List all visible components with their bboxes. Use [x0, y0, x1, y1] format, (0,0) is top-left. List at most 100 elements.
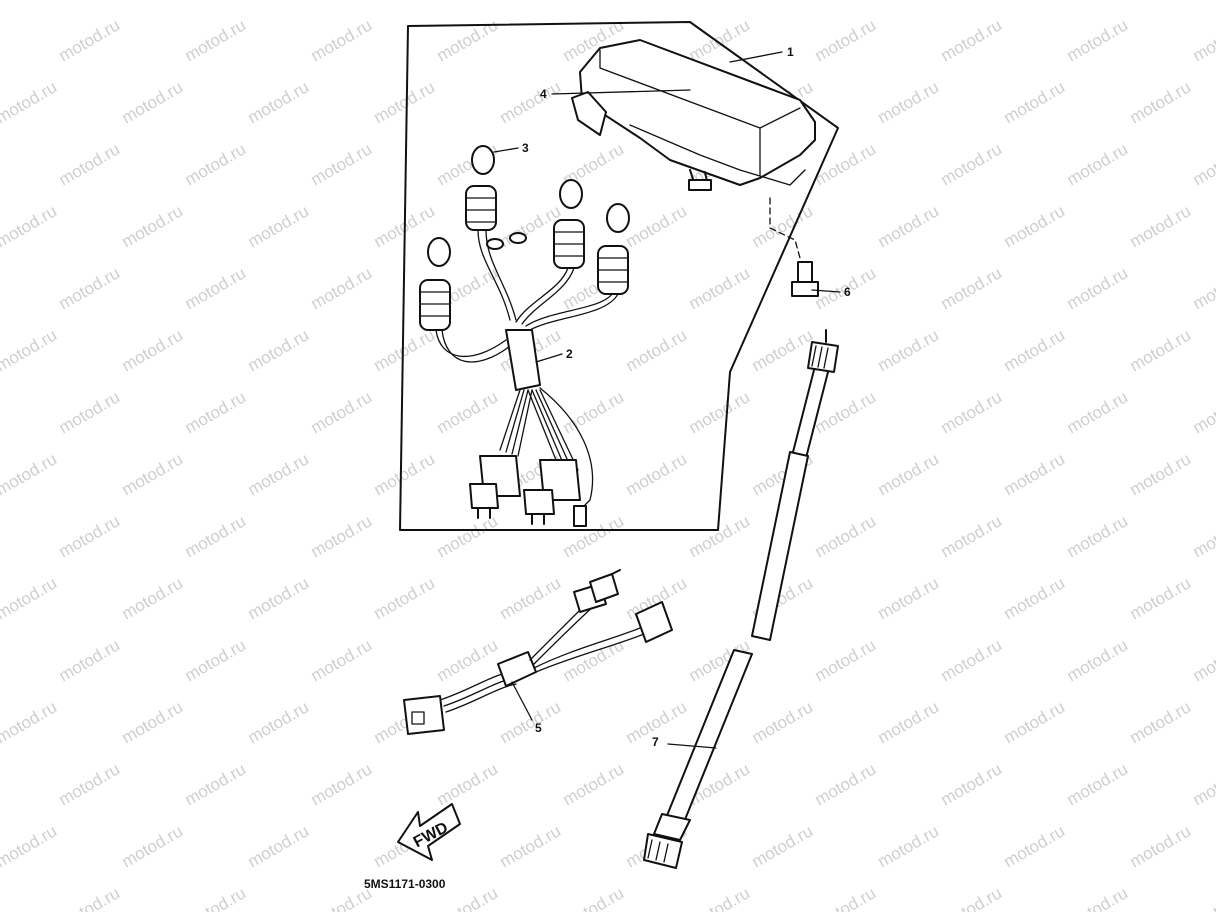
callout-1: 1: [787, 45, 794, 59]
watermark-text: motod.ru: [56, 387, 124, 437]
watermark-text: motod.ru: [0, 697, 60, 747]
watermark-text: motod.ru: [1190, 387, 1216, 437]
watermark-text: motod.ru: [119, 449, 187, 499]
watermark-text: motod.ru: [182, 883, 250, 912]
callout-4: 4: [540, 87, 547, 101]
watermark-text: motod.ru: [749, 821, 817, 871]
watermark-text: motod.ru: [182, 635, 250, 685]
watermark-text: motod.ru: [1127, 697, 1195, 747]
watermark-text: motod.ru: [875, 0, 943, 3]
meter-cable: [643, 329, 839, 869]
watermark-text: motod.ru: [0, 325, 60, 375]
watermark-text: motod.ru: [749, 325, 817, 375]
watermark-text: motod.ru: [875, 821, 943, 871]
watermark-text: motod.ru: [623, 325, 691, 375]
watermark-text: motod.ru: [1190, 263, 1216, 313]
watermark-text: motod.ru: [308, 511, 376, 561]
watermark-text: motod.ru: [371, 449, 439, 499]
watermark-text: motod.ru: [938, 387, 1006, 437]
watermark-text: motod.ru: [938, 635, 1006, 685]
watermark-text: motod.ru: [245, 449, 313, 499]
watermark-text: motod.ru: [497, 821, 565, 871]
watermark-text: motod.ru: [686, 883, 754, 912]
watermark-text: motod.ru: [182, 139, 250, 189]
watermark-text: motod.ru: [0, 449, 60, 499]
watermark-text: motod.ru: [434, 387, 502, 437]
watermark-text: motod.ru: [434, 511, 502, 561]
watermark-text: motod.ru: [1127, 325, 1195, 375]
watermark-text: motod.ru: [308, 759, 376, 809]
screw-part: [791, 261, 819, 297]
watermark-text: motod.ru: [812, 635, 880, 685]
watermark-text: motod.ru: [308, 387, 376, 437]
watermark-text: motod.ru: [119, 573, 187, 623]
watermark-text: motod.ru: [875, 201, 943, 251]
watermark-text: motod.ru: [1001, 201, 1069, 251]
watermark-text: motod.ru: [686, 263, 754, 313]
watermark-text: motod.ru: [1127, 573, 1195, 623]
watermark-text: motod.ru: [623, 201, 691, 251]
meter-assembly: [571, 39, 816, 259]
watermark-text: motod.ru: [119, 325, 187, 375]
callout-7: 7: [652, 735, 659, 749]
watermark-text: motod.ru: [623, 0, 691, 3]
watermark-text: motod.ru: [686, 15, 754, 65]
watermark-text: motod.ru: [1064, 635, 1132, 685]
watermark-text: motod.ru: [1190, 759, 1216, 809]
watermark-text: motod.ru: [686, 387, 754, 437]
watermark-text: motod.ru: [1064, 15, 1132, 65]
watermark-text: motod.ru: [245, 77, 313, 127]
watermark-text: motod.ru: [371, 77, 439, 127]
watermark-text: motod.ru: [875, 449, 943, 499]
watermark-text: motod.ru: [371, 0, 439, 3]
sub-wire-harness: [403, 569, 673, 735]
watermark-text: motod.ru: [119, 821, 187, 871]
watermark-text: motod.ru: [749, 0, 817, 3]
watermark-text: motod.ru: [749, 697, 817, 747]
watermark-text: motod.ru: [497, 77, 565, 127]
watermark-text: motod.ru: [1001, 449, 1069, 499]
watermark-text: motod.ru: [938, 139, 1006, 189]
watermark-text: motod.ru: [308, 15, 376, 65]
watermark-text: motod.ru: [749, 201, 817, 251]
watermark-text: motod.ru: [875, 77, 943, 127]
watermark-text: motod.ru: [245, 0, 313, 3]
watermark-text: motod.ru: [812, 15, 880, 65]
watermark-text: motod.ru: [560, 387, 628, 437]
watermark-text: motod.ru: [812, 511, 880, 561]
watermark-text: motod.ru: [875, 325, 943, 375]
watermark-text: motod.ru: [812, 759, 880, 809]
watermark-text: motod.ru: [497, 573, 565, 623]
watermark-text: motod.ru: [56, 759, 124, 809]
watermark-text: motod.ru: [119, 0, 187, 3]
watermark-text: motod.ru: [371, 573, 439, 623]
watermark-text: motod.ru: [56, 15, 124, 65]
watermark-text: motod.ru: [1127, 77, 1195, 127]
watermark-text: motod.ru: [56, 511, 124, 561]
watermark-text: motod.ru: [56, 139, 124, 189]
watermark-text: motod.ru: [1190, 511, 1216, 561]
watermark-text: motod.ru: [560, 759, 628, 809]
callout-5: 5: [535, 721, 542, 735]
watermark-text: motod.ru: [308, 635, 376, 685]
watermark-text: motod.ru: [1127, 449, 1195, 499]
diagram-code: 5MS1171-0300: [364, 877, 446, 891]
watermark-text: motod.ru: [0, 201, 60, 251]
watermark-text: motod.ru: [1064, 511, 1132, 561]
inset-frame: [399, 21, 839, 531]
watermark-text: motod.ru: [56, 263, 124, 313]
watermark-text: motod.ru: [497, 697, 565, 747]
watermark-text: motod.ru: [875, 697, 943, 747]
watermark-text: motod.ru: [938, 883, 1006, 912]
watermark-text: motod.ru: [371, 325, 439, 375]
watermark-text: motod.ru: [497, 0, 565, 3]
watermark-text: motod.ru: [1064, 883, 1132, 912]
watermark-text: motod.ru: [182, 15, 250, 65]
watermark-text: motod.ru: [1190, 139, 1216, 189]
watermark-text: motod.ru: [182, 759, 250, 809]
watermark-text: motod.ru: [119, 77, 187, 127]
watermark-text: motod.ru: [1064, 263, 1132, 313]
watermark-text: motod.ru: [182, 263, 250, 313]
